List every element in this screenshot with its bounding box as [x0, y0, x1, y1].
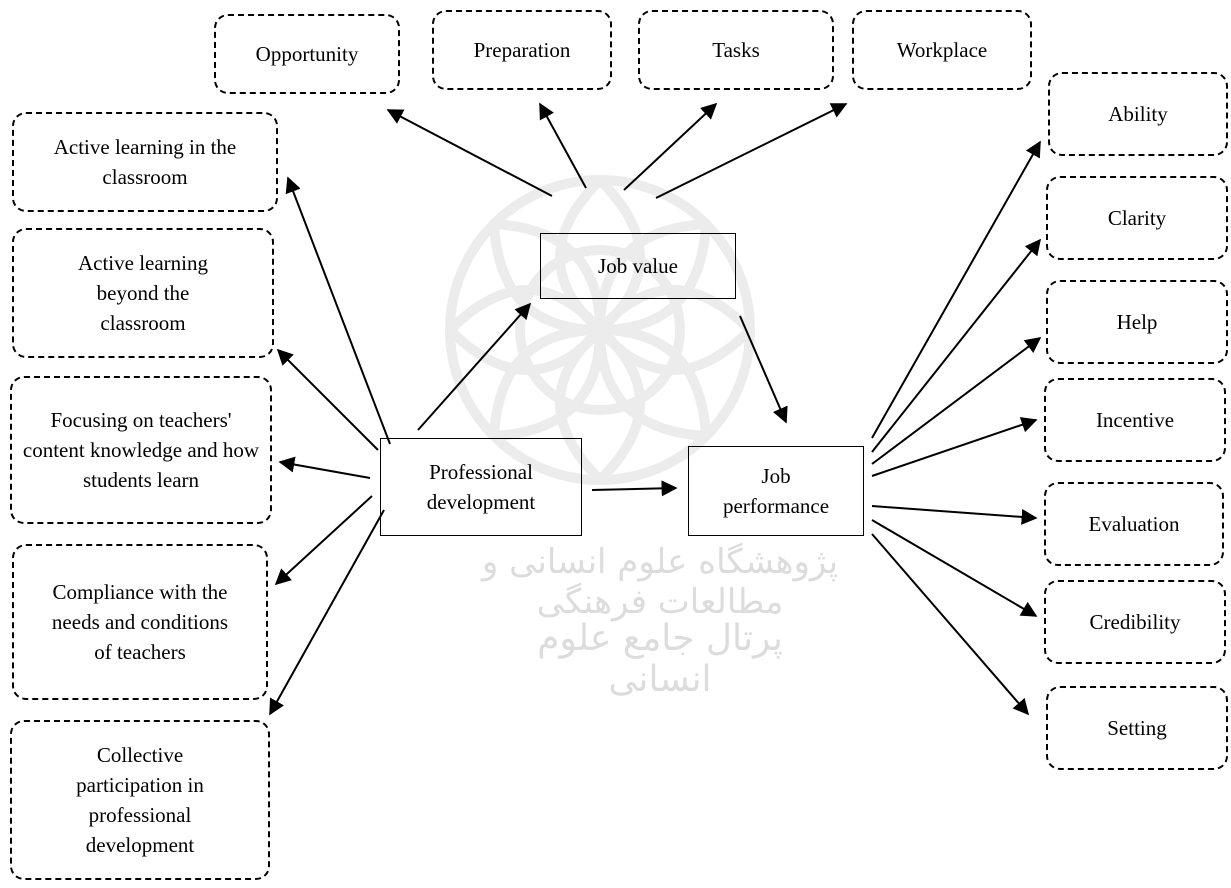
- node-job-value: Job value: [540, 233, 736, 299]
- arrow-jobvalue-tasks: [623, 102, 718, 191]
- arrow-pd-collective: [269, 509, 385, 716]
- node-ability: Ability: [1048, 72, 1228, 156]
- arrow-jobvalue-preparation: [539, 102, 587, 189]
- node-incentive: Incentive: [1044, 378, 1226, 462]
- arrow-pd-compliance: [274, 495, 373, 586]
- node-professional-development-label: Professional development: [426, 460, 536, 514]
- arrow-pd-jobperformance: [591, 480, 678, 497]
- node-job-value-label: Job value: [598, 254, 678, 278]
- arrow-jp-setting: [871, 533, 1030, 716]
- node-focusing: Focusing on teachers' content knowledge …: [10, 376, 272, 524]
- node-collective-participation-label: Collective participation in professional…: [76, 743, 204, 857]
- node-preparation-label: Preparation: [473, 38, 571, 62]
- node-active-learning-beyond: Active learning beyond the classroom: [12, 228, 274, 358]
- arrow-jobvalue-opportunity: [386, 109, 553, 197]
- node-collective-participation: Collective participation in professional…: [10, 720, 270, 880]
- node-ability-label: Ability: [1108, 102, 1168, 126]
- node-incentive-label: Incentive: [1095, 408, 1175, 432]
- arrow-pd-jobvalue: [417, 302, 532, 431]
- arrow-pd-active-classroom: [285, 176, 391, 445]
- node-active-learning-classroom: Active learning in the classroom: [12, 112, 278, 212]
- node-evaluation: Evaluation: [1044, 482, 1224, 566]
- arrow-jp-ability: [871, 140, 1041, 439]
- node-compliance: Compliance with the needs and conditions…: [12, 544, 268, 700]
- node-focusing-label: Focusing on teachers' content knowledge …: [22, 408, 260, 492]
- arrow-jp-clarity: [871, 238, 1041, 453]
- arrow-jp-help: [871, 337, 1042, 465]
- node-workplace: Workplace: [852, 10, 1032, 90]
- node-preparation: Preparation: [432, 10, 612, 90]
- arrow-pd-focusing: [278, 456, 371, 479]
- node-tasks: Tasks: [638, 10, 834, 90]
- arrow-jp-incentive: [871, 417, 1038, 477]
- node-credibility-label: Credibility: [1089, 610, 1181, 634]
- arrow-jobvalue-workplace: [655, 103, 848, 199]
- node-clarity: Clarity: [1046, 176, 1228, 260]
- node-job-performance-label: Job performance: [722, 464, 830, 518]
- arrow-jp-evaluation: [871, 505, 1038, 525]
- node-job-performance: Job performance: [688, 446, 864, 536]
- node-compliance-label: Compliance with the needs and conditions…: [51, 580, 229, 664]
- node-help: Help: [1046, 280, 1228, 364]
- watermark-line-1: پژوهشگاه علوم انسانی و مطالعات فرهنگی: [481, 542, 839, 622]
- node-evaluation-label: Evaluation: [1088, 512, 1180, 536]
- node-help-label: Help: [1116, 310, 1158, 334]
- node-workplace-label: Workplace: [896, 38, 988, 62]
- arrow-pd-active-beyond: [276, 348, 379, 451]
- arrow-jp-credibility: [871, 519, 1038, 617]
- node-setting-label: Setting: [1107, 716, 1167, 740]
- watermark-line-2: پرتال جامع علوم انسانی: [537, 618, 783, 700]
- node-active-learning-classroom-label: Active learning in the classroom: [53, 135, 237, 189]
- node-clarity-label: Clarity: [1107, 206, 1167, 230]
- arrow-jobvalue-jobperformance: [739, 315, 788, 424]
- node-tasks-label: Tasks: [712, 38, 760, 62]
- node-professional-development: Professional development: [380, 438, 582, 536]
- node-opportunity: Opportunity: [214, 14, 400, 94]
- node-active-learning-beyond-label: Active learning beyond the classroom: [77, 251, 209, 335]
- node-setting: Setting: [1046, 686, 1228, 770]
- node-credibility: Credibility: [1044, 580, 1226, 664]
- node-opportunity-label: Opportunity: [255, 42, 359, 66]
